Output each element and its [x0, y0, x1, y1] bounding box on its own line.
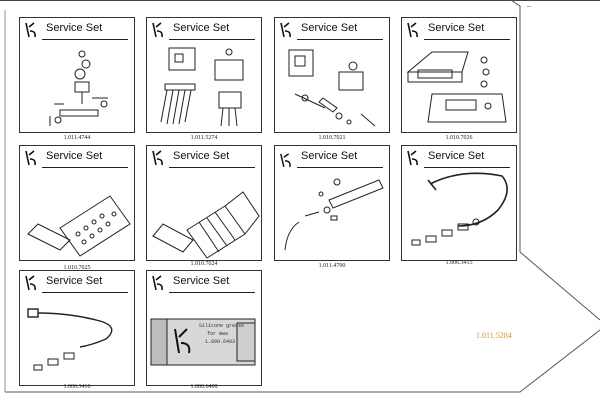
brand-logo-icon [25, 150, 36, 166]
title-rule [297, 167, 383, 168]
card-title: Service Set [46, 22, 103, 34]
part-number: 1.010.7025 [63, 265, 91, 271]
page-part-number: 1.011.5284 [476, 331, 512, 340]
card-title: Service Set [46, 275, 103, 287]
valve-block-and-spray-parts-icon [288, 49, 376, 127]
title-rule [424, 167, 510, 168]
card-title: Service Set [301, 22, 358, 34]
micromotor-coupling-icon [152, 191, 260, 259]
service-set-card[interactable]: Service Set [401, 17, 517, 133]
part-number: 1.010.7024 [190, 261, 218, 267]
card-title: Service Set [46, 150, 103, 162]
service-set-card[interactable]: Service Set [19, 270, 135, 386]
service-set-card[interactable]: Service Set [146, 17, 262, 133]
service-set-card[interactable]: Service Set [274, 145, 390, 261]
nozzle-valve-assembly-icon [49, 50, 108, 126]
brand-logo-icon [280, 153, 291, 167]
cable-and-fittings-icon [27, 308, 113, 371]
tube-label-line: for mwa [207, 331, 229, 337]
silicone-grease-tube-icon [150, 318, 256, 366]
title-rule [42, 39, 128, 40]
card-title: Service Set [301, 150, 358, 162]
part-number: 1.010.7026 [445, 135, 473, 141]
part-number: 1.010.7021 [318, 135, 346, 141]
card-title: Service Set [173, 275, 230, 287]
brand-logo-icon [152, 150, 163, 166]
brand-logo-icon [280, 22, 291, 38]
title-rule [297, 39, 383, 40]
card-title: Service Set [173, 22, 230, 34]
valve-block-and-electrodes-icon [160, 47, 244, 127]
part-number: 1.011.4790 [318, 263, 346, 269]
title-rule [169, 167, 255, 168]
brand-logo-icon [152, 275, 163, 291]
service-set-card[interactable]: Service Set [401, 145, 517, 261]
brand-logo-icon [25, 22, 36, 38]
part-number: 1.011.5274 [190, 135, 218, 141]
part-number: 1.011.4744 [63, 135, 91, 141]
brand-logo-icon [25, 275, 36, 291]
service-set-card[interactable]: Service Set [19, 17, 135, 133]
part-number: 1.006.3415 [445, 260, 473, 266]
brand-logo-icon [407, 150, 418, 166]
foot-control-icon [406, 51, 507, 123]
title-rule [169, 39, 255, 40]
micromotor-perforated-icon [27, 195, 131, 257]
brand-logo-icon [407, 22, 418, 38]
service-set-card[interactable]: Service Set [19, 145, 135, 261]
part-number: 1.000.6408 [190, 384, 218, 390]
service-set-card[interactable]: Service Set [274, 17, 390, 133]
title-rule [42, 167, 128, 168]
corner-mark: _ [527, 0, 531, 7]
brand-logo-icon [152, 22, 163, 38]
title-rule [42, 292, 128, 293]
hose-and-fittings-icon [411, 172, 508, 246]
card-title: Service Set [173, 150, 230, 162]
service-set-card[interactable]: Service Set [146, 145, 262, 261]
service-set-card[interactable]: Service Set Silicone grease for mwa 1.00… [146, 270, 262, 386]
title-rule [169, 292, 255, 293]
handpiece-tube-icon [284, 178, 384, 251]
title-rule [424, 39, 510, 40]
card-title: Service Set [428, 22, 485, 34]
tube-label-line: Silicone grease [199, 323, 245, 329]
card-title: Service Set [428, 150, 485, 162]
tube-label-line: 1.000.6403 [205, 339, 236, 345]
part-number: 1.006.3416 [63, 384, 91, 390]
